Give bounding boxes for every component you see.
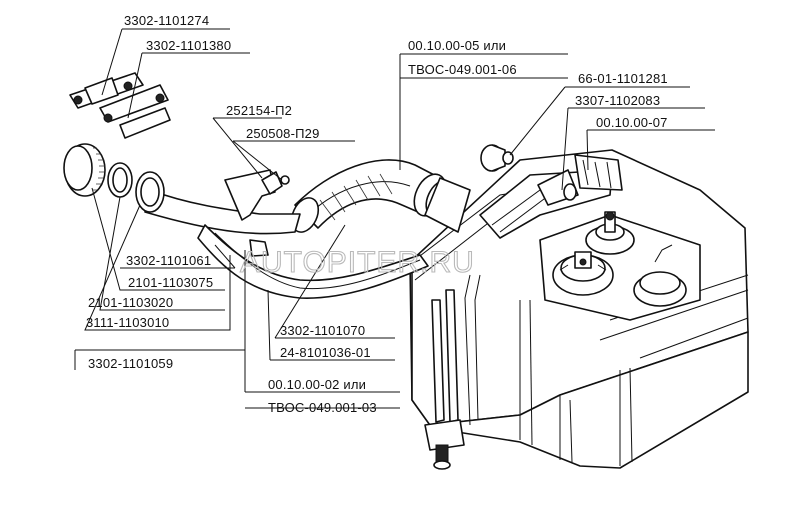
tank-cover	[479, 169, 613, 239]
gasket-ring	[107, 162, 133, 198]
label-tube-3302-1101061: 3302-1101061	[126, 253, 211, 268]
label-hose-00-10-00-07: 00.10.00-07	[596, 115, 668, 130]
label-stopper-66-01-1101281: 66-01-1101281	[578, 71, 668, 86]
rubber-stopper	[480, 144, 514, 172]
filler-hose	[144, 159, 471, 235]
fuel-level-sensor	[552, 251, 614, 296]
neck-connector	[537, 154, 623, 206]
label-hose-tvos-049-001-06: ТВОС-049.001-06	[408, 62, 517, 77]
seal-ring	[135, 171, 165, 213]
label-clip-24-8101036-01: 24-8101036-01	[280, 345, 371, 360]
label-plate-3302-1101380: 3302-1101380	[146, 38, 231, 53]
label-pipe-3302-1101059: 3302-1101059	[88, 356, 173, 371]
part-labels: 3302-1101274 3302-1101380 252154-П2 2505…	[86, 13, 668, 415]
label-gasket-2101-1103075: 2101-1103075	[128, 275, 213, 290]
vent-hose	[197, 224, 429, 299]
label-nut-250508: 250508-П29	[246, 126, 320, 141]
leader-lines	[74, 28, 715, 409]
label-hose-00-10-00-02: 00.10.00-02 или	[268, 377, 366, 392]
fuel-cap	[63, 143, 106, 197]
mounting-bracket	[224, 169, 290, 221]
label-clamp-3302-1101274: 3302-1101274	[124, 13, 209, 28]
label-ring-2101-1103020: 2101-1103020	[88, 295, 173, 310]
label-hose-tvos-049-001-03: ТВОС-049.001-03	[268, 400, 377, 415]
label-hose-3302-1101070: 3302-1101070	[280, 323, 365, 338]
label-cap-3111-1103010: 3111-1103010	[86, 315, 169, 330]
watermark-text: AUTOPITER.RU	[240, 246, 475, 279]
drain-plug	[633, 244, 687, 307]
label-bolt-252154: 252154-П2	[226, 103, 292, 118]
label-valve-3307-1102083: 3307-1102083	[575, 93, 660, 108]
clamp-assembly	[69, 72, 171, 139]
label-hose-00-10-00-05: 00.10.00-05 или	[408, 38, 506, 53]
fuel-intake	[585, 211, 635, 255]
